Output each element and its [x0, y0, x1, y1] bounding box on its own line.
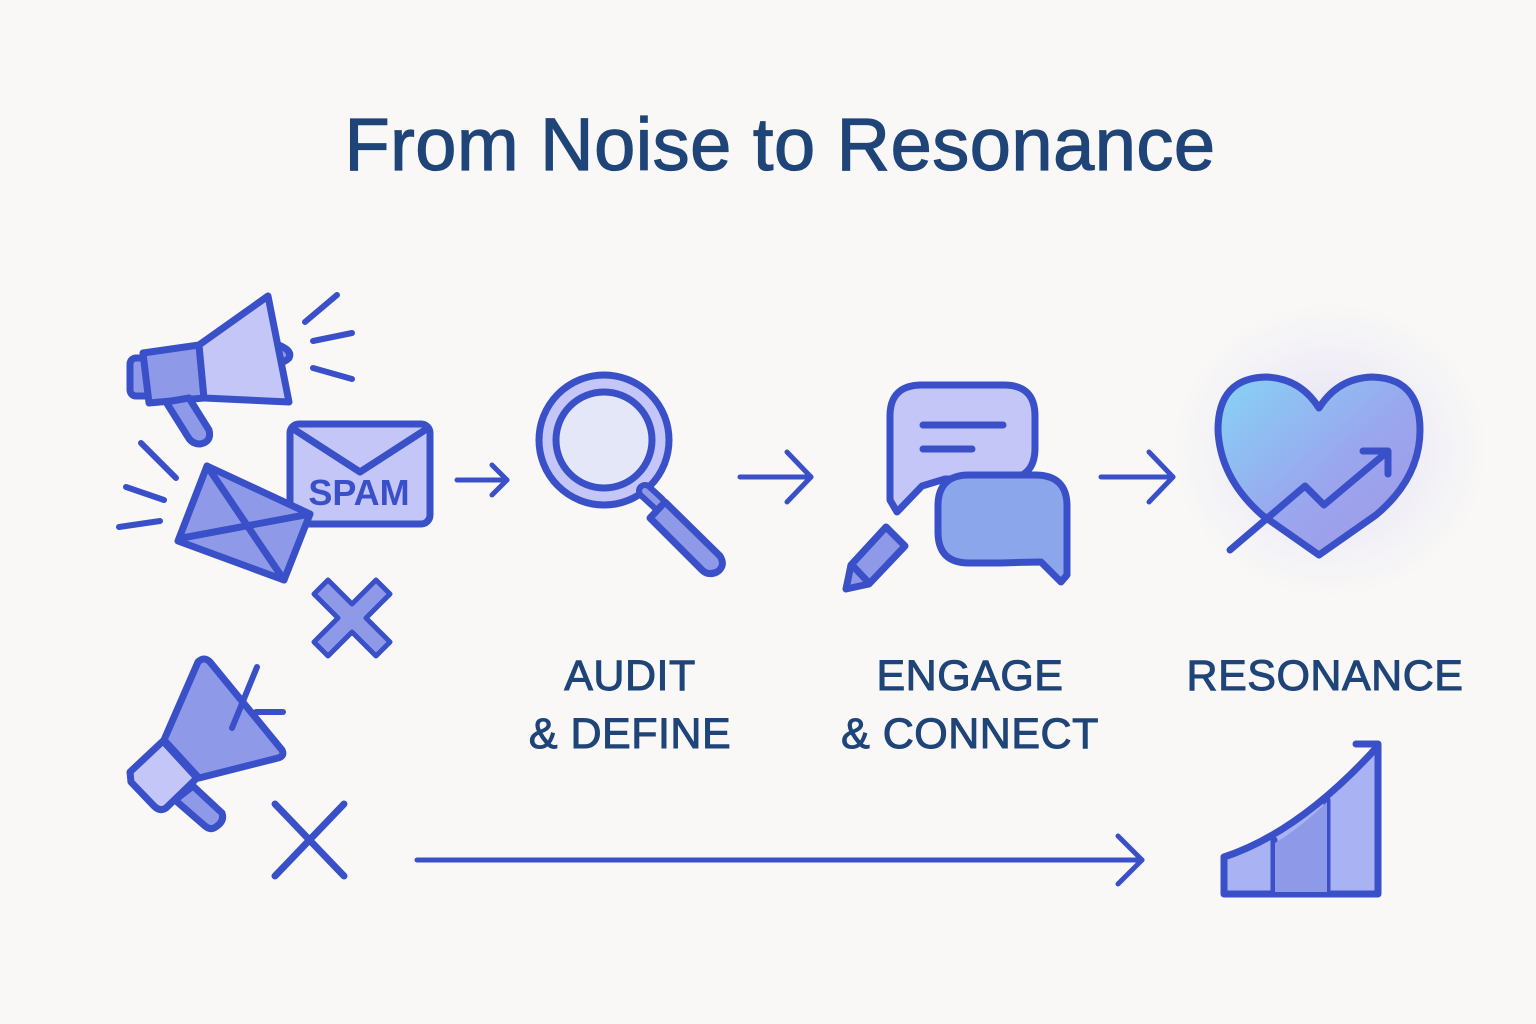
arrow-right-icon — [737, 449, 814, 505]
arrow-right-icon — [1098, 449, 1176, 505]
megaphone-icon — [126, 292, 294, 448]
step-label-line2: & DEFINE — [528, 710, 732, 759]
long-arrow-right-icon — [414, 833, 1145, 887]
step-label-line1: AUDIT — [564, 652, 696, 701]
envelope-icon — [174, 462, 314, 584]
noise-lines-icon — [116, 292, 355, 530]
x-mark-icon — [271, 800, 348, 880]
step-label-audit: AUDIT & DEFINE — [500, 647, 760, 763]
step-label-line1: RESONANCE — [1186, 652, 1464, 701]
spam-label: SPAM — [308, 472, 409, 513]
step-label-engage: ENGAGE & CONNECT — [820, 647, 1120, 763]
step-label-line1: ENGAGE — [876, 652, 1064, 701]
spam-envelope-icon — [286, 420, 434, 528]
arrow-right-icon — [454, 462, 510, 498]
growth-bars-icon — [1220, 740, 1382, 898]
page-title: From Noise to Resonance — [344, 102, 1216, 186]
step-label-line2: & CONNECT — [841, 710, 1099, 759]
megaphone-icon — [126, 655, 287, 833]
chat-bubbles-pencil-icon — [842, 381, 1071, 593]
x-mark-icon — [311, 577, 393, 659]
heart-growth-icon — [1214, 373, 1424, 559]
step-label-resonance: RESONANCE — [1160, 647, 1490, 705]
magnifying-glass-icon — [535, 371, 726, 578]
